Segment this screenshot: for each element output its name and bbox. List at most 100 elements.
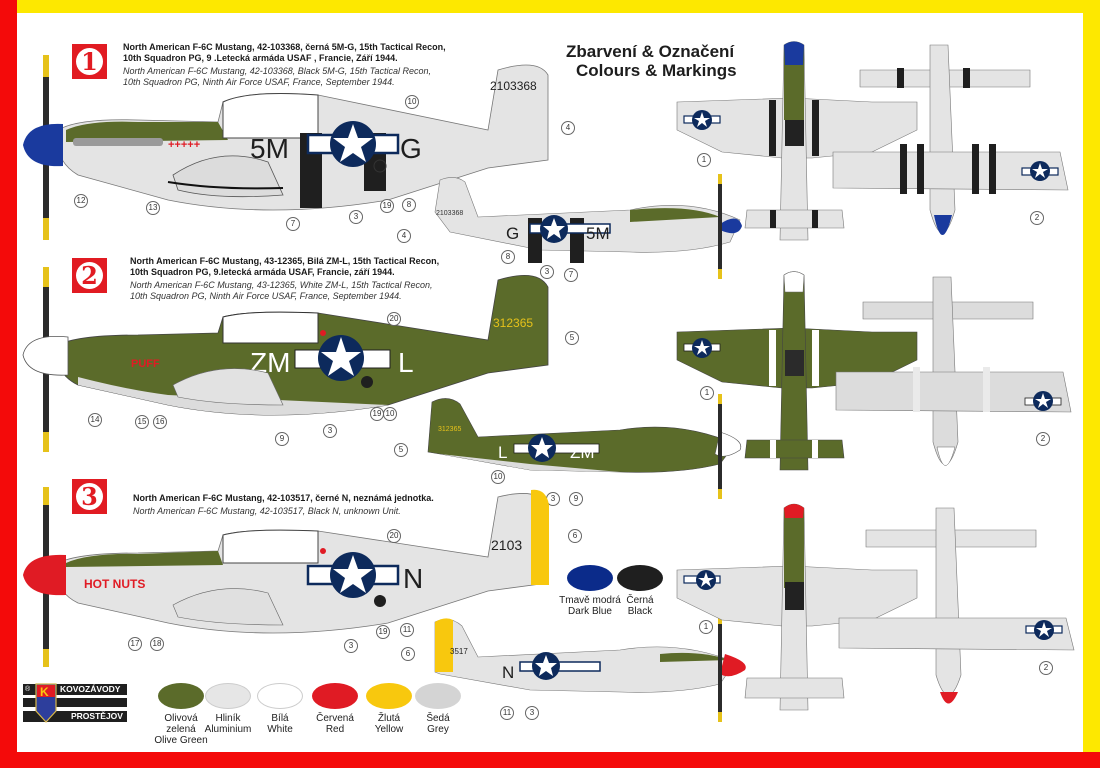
svg-text:2103: 2103 xyxy=(491,537,522,553)
title-czech: Zbarvení & Označení xyxy=(566,42,735,61)
grey-oval xyxy=(415,683,461,709)
svg-text:2103368: 2103368 xyxy=(436,210,463,217)
callout-11: 11 xyxy=(500,706,514,720)
frame-bottom-red xyxy=(0,752,1100,768)
profile-1-left-side-view: +++++ 5M G 2103368 xyxy=(23,55,549,240)
callout-1: 1 xyxy=(699,620,713,634)
title-english: Colours & Markings xyxy=(576,61,737,80)
callout-12: 12 xyxy=(74,194,88,208)
profile-2-right-side-view: L ZM 312365 xyxy=(427,394,742,499)
profile-1-number-badge: 1 xyxy=(72,44,107,79)
swatch-red: Červená Red xyxy=(309,683,361,735)
profile-3-number-badge: 3 xyxy=(72,479,107,514)
white-oval xyxy=(257,683,303,709)
logo-text-top: KOVOZÁVODY xyxy=(60,684,121,694)
frame-left-red xyxy=(0,0,17,768)
callout-3: 3 xyxy=(525,706,539,720)
black-oval xyxy=(617,565,663,591)
callout-14: 14 xyxy=(88,413,102,427)
registered-mark: ® xyxy=(25,686,31,693)
callout-3: 3 xyxy=(344,639,358,653)
svg-text:ZM: ZM xyxy=(570,443,595,462)
svg-text:3517: 3517 xyxy=(450,647,468,656)
svg-text:G: G xyxy=(400,133,422,164)
swatch-yellow: Žlutá Yellow xyxy=(363,683,415,735)
callout-10: 10 xyxy=(491,470,505,484)
callout-8: 8 xyxy=(402,198,416,212)
swatch-olive-green: Olivová zelená Olive Green xyxy=(150,683,212,746)
callout-13: 13 xyxy=(146,201,160,215)
sheet-title: Zbarvení & Označení Colours & Markings xyxy=(566,42,737,80)
shield-logo-icon: K xyxy=(35,683,57,723)
callout-7: 7 xyxy=(564,268,578,282)
profile-1-top-view xyxy=(676,41,918,241)
spinner-icon xyxy=(23,123,63,167)
profile-1-bottom-view xyxy=(832,44,1069,235)
callout-4: 4 xyxy=(561,121,575,135)
svg-text:+++++: +++++ xyxy=(168,139,200,151)
svg-text:G: G xyxy=(506,224,519,243)
profile-3-left-side-view: N 2103 HOT NUTS xyxy=(23,487,549,667)
dark-blue-oval xyxy=(567,565,613,591)
callout-16: 16 xyxy=(153,415,167,429)
callout-20: 20 xyxy=(387,312,401,326)
callout-20: 20 xyxy=(387,529,401,543)
callout-19: 19 xyxy=(376,625,390,639)
yellow-oval xyxy=(366,683,412,709)
profile-1-right-side-view: G 5M 2103368 xyxy=(434,174,742,279)
callout-10: 10 xyxy=(405,95,419,109)
callout-10: 10 xyxy=(383,407,397,421)
callout-3: 3 xyxy=(349,210,363,224)
spinner-icon xyxy=(22,336,69,376)
red-oval xyxy=(312,683,358,709)
svg-text:N: N xyxy=(403,563,423,594)
profile-3-bottom-view xyxy=(838,507,1075,704)
kovozavody-prostejov-logo: ® K KOVOZÁVODY PROSTĚJOV xyxy=(23,683,127,724)
olive-green-oval xyxy=(158,683,204,709)
callout-1: 1 xyxy=(700,386,714,400)
profile-3-right-side-view: N 3517 xyxy=(434,614,746,722)
svg-text:2103368: 2103368 xyxy=(490,79,537,93)
profile-1-caption: North American F-6C Mustang, 42-103368, … xyxy=(123,42,446,87)
frame-right-yellow xyxy=(1083,0,1100,768)
callout-9: 9 xyxy=(569,492,583,506)
svg-text:K: K xyxy=(40,685,49,699)
logo-text-bottom: PROSTĚJOV xyxy=(71,711,123,721)
callout-7: 7 xyxy=(286,217,300,231)
profile-2-number-badge: 2 xyxy=(72,258,107,293)
callout-2: 2 xyxy=(1030,211,1044,225)
callout-4: 4 xyxy=(397,229,411,243)
svg-text:PUFF: PUFF xyxy=(131,358,160,370)
svg-text:5M: 5M xyxy=(250,133,289,164)
callout-5: 5 xyxy=(394,443,408,457)
spinner-icon xyxy=(23,554,66,596)
callout-19: 19 xyxy=(380,199,394,213)
swatch-white: Bílá White xyxy=(254,683,306,735)
aluminium-oval xyxy=(205,683,251,709)
callout-6: 6 xyxy=(401,647,415,661)
swatch-grey: Šedá Grey xyxy=(412,683,464,735)
svg-text:312365: 312365 xyxy=(493,316,533,330)
svg-text:L: L xyxy=(498,443,507,462)
svg-text:L: L xyxy=(398,347,414,378)
callout-5: 5 xyxy=(565,331,579,345)
frame-top-yellow xyxy=(0,0,1100,13)
profile-3-caption: North American F-6C Mustang, 42-103517, … xyxy=(133,493,434,516)
profile-3-top-view xyxy=(676,503,918,711)
callout-1: 1 xyxy=(697,153,711,167)
swatch-aluminium: Hliník Aluminium xyxy=(202,683,254,735)
callout-2: 2 xyxy=(1039,661,1053,675)
swatch-dark-blue: Tmavě modrá Dark Blue xyxy=(555,565,625,617)
svg-text:5M: 5M xyxy=(586,224,610,243)
callout-11: 11 xyxy=(400,623,414,637)
svg-text:312365: 312365 xyxy=(438,426,461,433)
swatch-black: Černá Black xyxy=(615,565,665,617)
callout-3: 3 xyxy=(540,265,554,279)
profile-2-bottom-view xyxy=(835,276,1072,466)
svg-text:N: N xyxy=(502,663,514,682)
callout-8: 8 xyxy=(501,250,515,264)
callout-17: 17 xyxy=(128,637,142,651)
svg-text:HOT NUTS: HOT NUTS xyxy=(84,577,145,591)
callout-19: 19 xyxy=(370,407,384,421)
callout-9: 9 xyxy=(275,432,289,446)
